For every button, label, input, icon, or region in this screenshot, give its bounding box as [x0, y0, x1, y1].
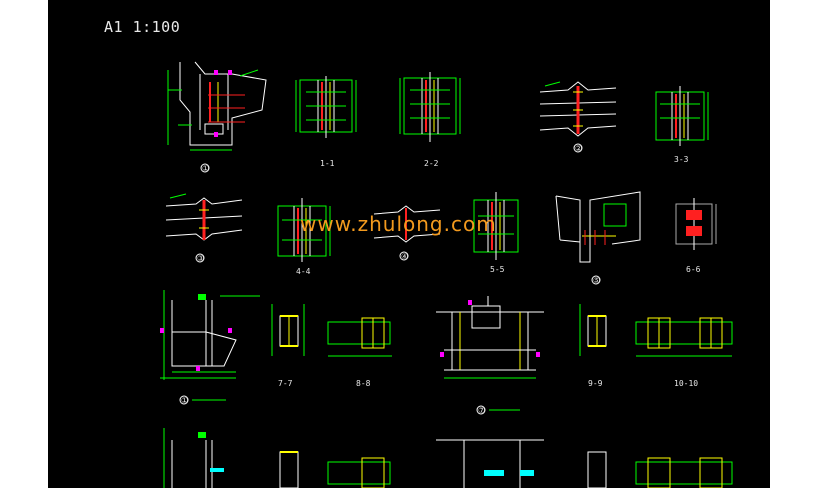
section-10-10-label: 10-10 — [674, 379, 698, 388]
section-9-9 — [579, 304, 607, 356]
section-10-10 — [635, 317, 733, 357]
detail-6-callout: ① — [181, 396, 188, 405]
detail-1-joint — [167, 61, 267, 173]
detail-3-callout: ③ — [197, 254, 204, 263]
section-8-8 — [327, 317, 392, 357]
detail-4-callout: ④ — [401, 252, 408, 261]
section-6-6-label: 6-6 — [686, 265, 701, 274]
section-4-4 — [277, 198, 331, 262]
section-1-1-label: 1-1 — [320, 159, 335, 168]
section-5-5-label: 5-5 — [490, 265, 505, 274]
section-8-8-label: 8-8 — [356, 379, 371, 388]
row-4-details — [163, 428, 733, 488]
detail-5-callout: ⑤ — [593, 276, 600, 285]
section-3-3-label: 3-3 — [674, 155, 689, 164]
watermark: www.zhulong.com — [300, 212, 497, 236]
section-3-3 — [655, 86, 709, 146]
detail-1-callout: ① — [202, 164, 209, 173]
detail-3-splice — [165, 193, 243, 263]
section-4-4-label: 4-4 — [296, 267, 311, 276]
detail-7-callout: ⑦ — [478, 406, 485, 415]
section-6-6 — [675, 198, 717, 250]
section-9-9-label: 9-9 — [588, 379, 603, 388]
detail-2-splice — [539, 81, 617, 153]
detail-5-joint — [555, 191, 641, 285]
section-2-2-label: 2-2 — [424, 159, 439, 168]
detail-4-splice — [373, 205, 441, 261]
detail-6-base — [160, 290, 260, 405]
sheet-title: A1 1:100 — [104, 18, 181, 36]
section-5-5 — [473, 192, 519, 260]
section-1-1 — [295, 76, 357, 138]
section-7-7 — [271, 304, 305, 356]
section-7-7-label: 7-7 — [278, 379, 293, 388]
detail-2-callout: ② — [575, 144, 582, 153]
section-2-2 — [399, 72, 461, 142]
detail-7-frame — [436, 296, 544, 415]
